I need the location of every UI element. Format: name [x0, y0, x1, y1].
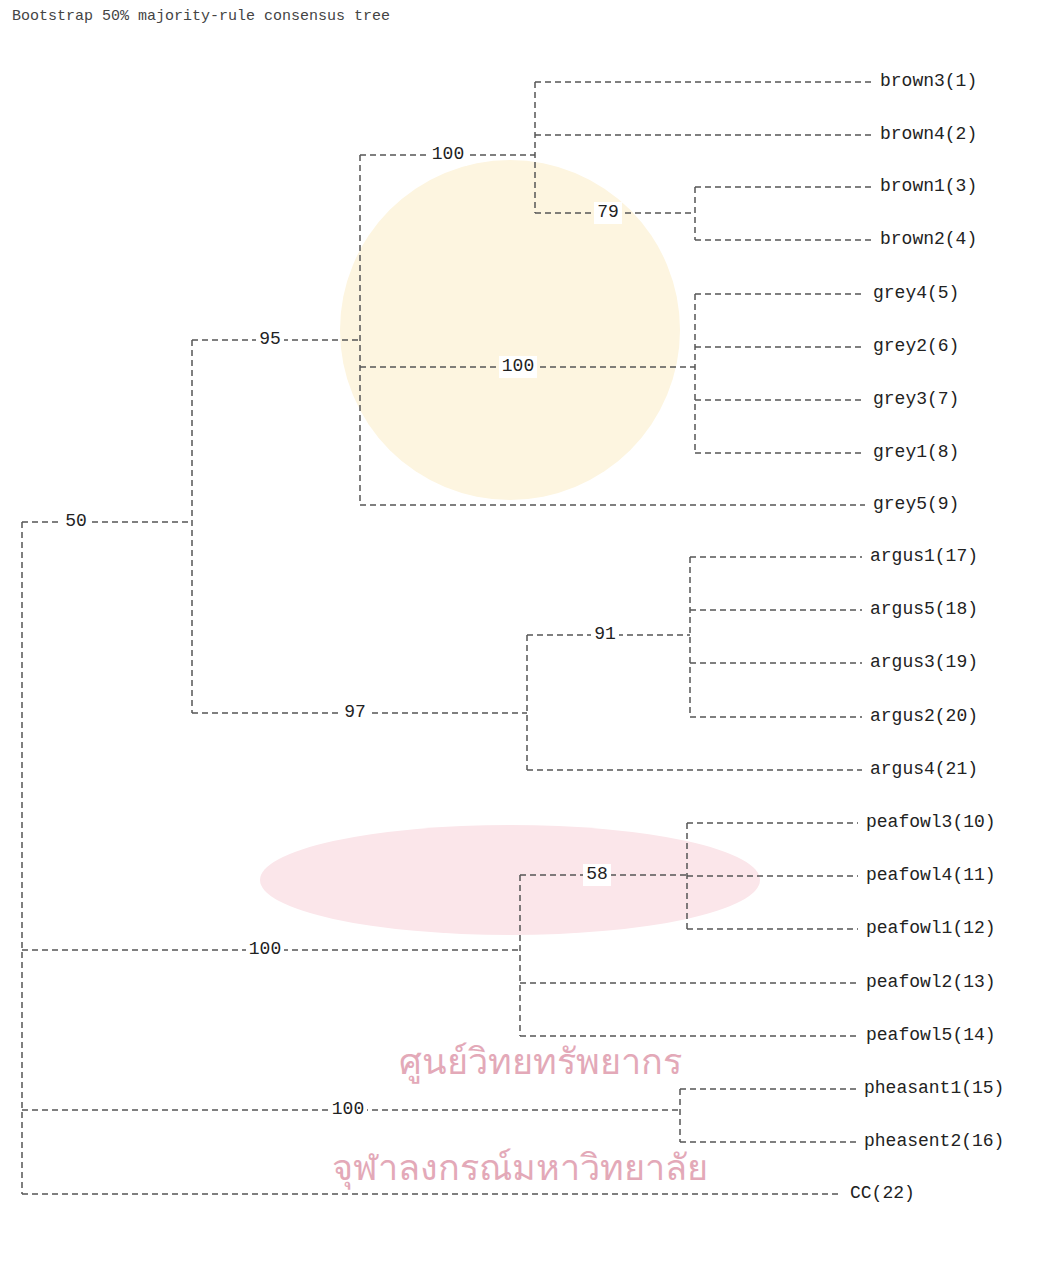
taxon-label: pheasent2(16) [864, 1131, 1004, 1153]
branch-line [690, 662, 862, 664]
taxon-label: argus3(19) [870, 652, 978, 674]
bootstrap-value: 79 [594, 202, 622, 224]
branch-line [690, 609, 862, 611]
bootstrap-value: 50 [62, 511, 90, 533]
branch-line [22, 1193, 842, 1195]
branch-line [22, 521, 192, 523]
taxon-label: argus2(20) [870, 706, 978, 728]
branch-line [520, 982, 858, 984]
branch-line [695, 399, 865, 401]
taxon-label: grey1(8) [873, 442, 959, 464]
bootstrap-value: 100 [499, 356, 537, 378]
branch-line [520, 1035, 858, 1037]
taxon-label: argus4(21) [870, 759, 978, 781]
bootstrap-value: 58 [583, 864, 611, 886]
branch-line [535, 81, 872, 83]
taxon-label: peafowl1(12) [866, 918, 996, 940]
watermark-text: ศูนย์วิทยทรัพยากร [399, 1039, 682, 1086]
bootstrap-value: 97 [341, 702, 369, 724]
taxon-label: CC(22) [850, 1183, 915, 1205]
taxon-label: brown2(4) [880, 229, 977, 251]
branch-line [694, 187, 696, 240]
bootstrap-value: 95 [256, 329, 284, 351]
taxon-label: grey2(6) [873, 336, 959, 358]
branch-line [680, 1088, 856, 1090]
branch-line [680, 1141, 856, 1143]
taxon-label: pheasant1(15) [864, 1078, 1004, 1100]
branch-line [360, 504, 865, 506]
bootstrap-value: 100 [429, 144, 467, 166]
taxon-label: argus5(18) [870, 599, 978, 621]
taxon-label: argus1(17) [870, 546, 978, 568]
bootstrap-value: 100 [246, 939, 284, 961]
branch-line [689, 557, 691, 717]
taxon-label: grey3(7) [873, 389, 959, 411]
bootstrap-value: 100 [329, 1099, 367, 1121]
branch-line [191, 340, 193, 713]
branch-line [687, 928, 858, 930]
branch-line [695, 293, 865, 295]
bootstrap-value: 91 [591, 624, 619, 646]
branch-line [694, 294, 696, 453]
branch-line [535, 134, 872, 136]
branch-line [526, 635, 528, 770]
taxon-label: peafowl3(10) [866, 812, 996, 834]
watermark-text: จุฬาลงกรณ์มหาวิทยาลัย [332, 1145, 708, 1192]
taxon-label: peafowl5(14) [866, 1025, 996, 1047]
branch-line [695, 239, 872, 241]
branch-line [359, 155, 361, 505]
branch-line [695, 186, 872, 188]
taxon-label: brown4(2) [880, 124, 977, 146]
logo-base [260, 825, 760, 935]
tree-title: Bootstrap 50% majority-rule consensus tr… [12, 8, 390, 26]
branch-line [695, 452, 865, 454]
branch-line [690, 716, 862, 718]
branch-line [687, 875, 858, 877]
branch-line [679, 1089, 681, 1142]
branch-line [21, 522, 23, 1194]
taxon-label: peafowl4(11) [866, 865, 996, 887]
branch-line [687, 822, 858, 824]
taxon-label: grey4(5) [873, 283, 959, 305]
branch-line [519, 875, 521, 1036]
branch-line [527, 769, 862, 771]
branch-line [695, 346, 865, 348]
taxon-label: brown3(1) [880, 71, 977, 93]
logo-sun [340, 160, 680, 500]
branch-line [690, 556, 862, 558]
taxon-label: brown1(3) [880, 176, 977, 198]
taxon-label: grey5(9) [873, 494, 959, 516]
taxon-label: peafowl2(13) [866, 972, 996, 994]
branch-line [534, 82, 536, 213]
